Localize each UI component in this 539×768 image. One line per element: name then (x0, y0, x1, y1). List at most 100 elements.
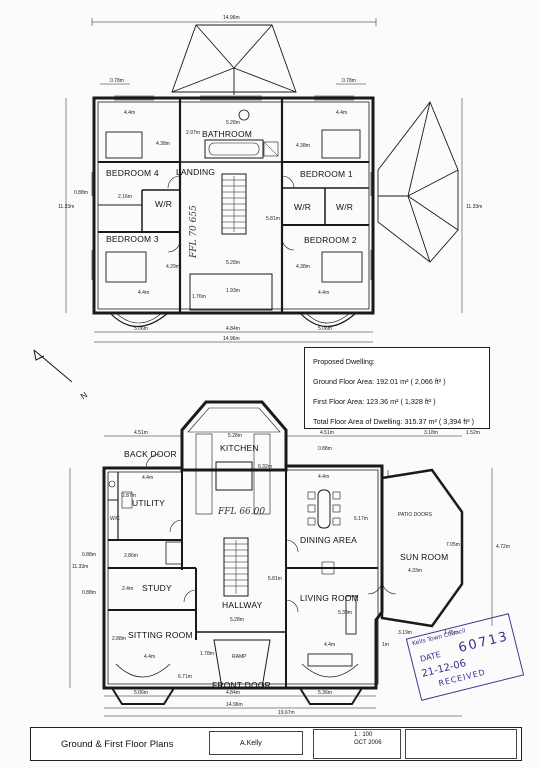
dim-088g: 0.88m (318, 446, 332, 452)
dim-078-right: 0.78m (342, 78, 356, 84)
scale-date-cell: 1 : 100 OCT 2006 (313, 729, 401, 759)
dim-088b: 0.88m (82, 590, 96, 596)
dim-088: 0.88m (74, 190, 88, 196)
first-floor-outer-wall (92, 96, 375, 315)
first-floor-plan (65, 18, 463, 343)
dim-438-b2: 4.38m (296, 264, 310, 270)
room-label-back-door: BACK DOOR (124, 449, 177, 459)
room-label-kitchen: KITCHEN (220, 443, 259, 453)
roof-hip-right (377, 101, 459, 263)
dim-first-depth-right: 11.33m (466, 204, 482, 210)
dim-536g: 5.36m (318, 690, 332, 696)
room-label-front-door: FRONT DOOR (212, 680, 271, 690)
dim-b3-width: 4.4m (138, 290, 149, 296)
room-label-bedroom-4: BEDROOM 4 (106, 168, 159, 178)
dim-b4-width: 4.4m (124, 110, 135, 116)
dim-44u: 4.4m (142, 475, 153, 481)
dim-506: 5.06m (134, 326, 148, 332)
dim-517: 5.17m (354, 516, 368, 522)
sun-room-outline (380, 468, 464, 628)
dim-581: 5.81m (266, 216, 280, 222)
dim-528k: 5.28m (228, 433, 242, 439)
dim-first-overall-top: 14.96m (223, 15, 240, 21)
dim-1967: 19.67m (278, 710, 295, 716)
dim-b1-width: 4.4m (336, 110, 347, 116)
roof-hip-top (171, 24, 297, 95)
dim-44d: 4.4m (318, 474, 329, 480)
dim-152: 1.52m (466, 430, 480, 436)
ground-floor-area: Ground Floor Area: 192.01 m² ( 2,066 ft²… (313, 377, 446, 386)
dim-472: 4.72m (496, 544, 510, 550)
dim-581g: 5.81m (268, 576, 282, 582)
dim-1m: 1m (382, 642, 389, 648)
handwritten-ffl-ground: FFL 66.00 (217, 507, 265, 517)
dim-451: 4.51m (134, 430, 148, 436)
dim-145: 1.45m (444, 630, 458, 636)
dim-433: 4.33m (408, 568, 422, 574)
dim-318: 3.18m (424, 430, 438, 436)
dim-first-overall-bottom: 14.96m (223, 336, 240, 342)
area-schedule-box: Proposed Dwelling: Ground Floor Area: 19… (304, 347, 490, 429)
handwritten-ffl-first: FFL 70 655 (189, 205, 199, 259)
room-label-bedroom-3: BEDROOM 3 (106, 234, 159, 244)
client-name: A.Kelly (240, 740, 262, 747)
dim-176: 1.76m (192, 294, 206, 300)
room-label-wc: W/C (110, 516, 120, 522)
dim-44s: 4.4m (144, 654, 155, 660)
dim-first-depth-left: 11.33m (58, 204, 74, 210)
dim-528h: 5.28m (230, 617, 244, 623)
dim-528-top: 5.28m (226, 120, 240, 126)
dim-24: 2.4m (122, 586, 133, 592)
dim-287: 2.87m (122, 493, 136, 499)
dim-438-right: 4.38m (296, 143, 310, 149)
dim-506b: 5.06m (318, 326, 332, 332)
dim-429: 4.29m (166, 264, 180, 270)
room-label-ramp: RAMP (232, 654, 247, 660)
dim-632: 6.32m (258, 464, 272, 470)
dim-1496g: 14.96m (226, 702, 243, 708)
dim-319: 3.19m (398, 630, 412, 636)
north-arrow-icon (33, 349, 73, 383)
client-cell: A.Kelly (209, 731, 303, 755)
room-label-study: STUDY (142, 583, 172, 593)
dim-671: 6.71m (178, 674, 192, 680)
dim-506g: 5.06m (134, 690, 148, 696)
dim-288: 2.88m (112, 636, 126, 642)
stamp-date-label: DATE (419, 649, 442, 664)
dim-451r: 4.51m (320, 430, 334, 436)
architect-cell (405, 729, 517, 759)
area-heading: Proposed Dwelling: (313, 357, 375, 366)
title-block: Ground & First Floor Plans A.Kelly 1 : 1… (30, 727, 522, 761)
dim-178: 1.78m (200, 651, 214, 657)
scale-value: 1 : 100 (354, 732, 373, 738)
room-label-dining: DINING AREA (300, 535, 357, 545)
room-label-wr-left: W/R (155, 199, 172, 209)
dim-078-left: 0.78m (110, 78, 124, 84)
room-label-living-room: LIVING ROOM (300, 593, 359, 603)
date-value: OCT 2006 (354, 740, 382, 746)
dim-528-mid: 5.28m (226, 260, 240, 266)
first-floor-area: First Floor Area: 123.36 m² ( 1,328 ft² … (313, 397, 436, 406)
dim-484: 4.84m (226, 326, 240, 332)
dim-b2-width: 4.4m (318, 290, 329, 296)
room-label-wr-mid: W/R (294, 202, 311, 212)
dim-216: 2.16m (118, 194, 132, 200)
room-label-sun-room: SUN ROOM (400, 552, 448, 562)
room-label-sitting-room: SITTING ROOM (128, 630, 193, 640)
room-label-utility: UTILITY (132, 498, 165, 508)
north-label: N (78, 389, 89, 401)
drawing-title: Ground & First Floor Plans (61, 739, 174, 750)
dim-193: 1.93m (226, 288, 240, 294)
dim-44l: 4.4m (324, 642, 335, 648)
dim-484g: 4.84m (226, 690, 240, 696)
room-label-bathroom: BATHROOM (202, 129, 252, 139)
dim-1133g: 11.33m (72, 564, 88, 570)
room-label-bedroom-2: BEDROOM 2 (304, 235, 357, 245)
dim-286: 2.86m (124, 553, 138, 559)
dim-088a: 0.88m (82, 552, 96, 558)
dim-438-left: 4.38m (156, 141, 170, 147)
room-label-hallway: HALLWAY (222, 600, 263, 610)
total-floor-area: Total Floor Area of Dwelling: 315.37 m² … (313, 417, 474, 426)
ground-floor-plan (69, 400, 493, 717)
